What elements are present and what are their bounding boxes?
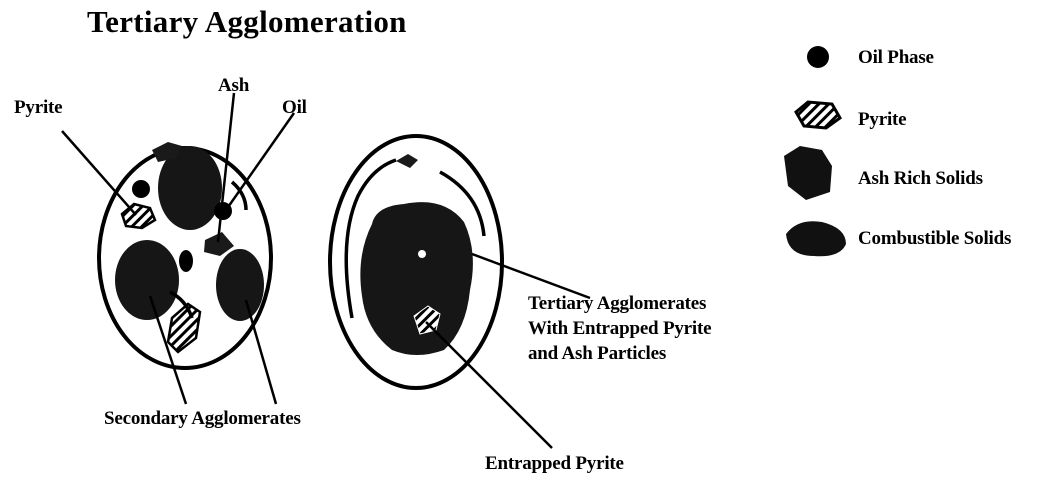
pyrite-particle xyxy=(168,304,200,352)
oil-droplet xyxy=(132,180,150,198)
legend-icons xyxy=(784,46,846,256)
label-tertiary-line-3: and Ash Particles xyxy=(528,341,788,366)
secondary-agglomerate xyxy=(115,240,179,320)
entrapped-oil-spot xyxy=(418,250,426,258)
legend-label-pyrite: Pyrite xyxy=(858,107,906,132)
leader-secondary-b xyxy=(246,300,276,404)
ash-rich-solids-icon xyxy=(784,146,832,200)
pyrite-particle xyxy=(122,204,155,228)
pyrite-icon xyxy=(796,102,840,128)
legend-label-oil-phase: Oil Phase xyxy=(858,45,934,70)
right-agglomeration xyxy=(330,136,502,388)
label-entrapped-pyrite: Entrapped Pyrite xyxy=(485,451,624,476)
label-ash: Ash xyxy=(218,73,249,98)
legend-label-ash-rich-solids: Ash Rich Solids xyxy=(858,166,983,191)
label-oil: Oil xyxy=(282,95,307,120)
label-tertiary-agglomerates: Tertiary Agglomerates With Entrapped Pyr… xyxy=(528,291,788,366)
secondary-agglomerate xyxy=(216,249,264,321)
label-tertiary-line-1: Tertiary Agglomerates xyxy=(528,291,788,316)
leader-oil xyxy=(226,113,294,210)
leader-pyrite xyxy=(62,131,136,215)
oil-droplet xyxy=(179,250,193,272)
left-leaders xyxy=(62,93,294,404)
diagram-title: Tertiary Agglomeration xyxy=(87,4,407,40)
legend-label-combustible-solids: Combustible Solids xyxy=(858,226,1011,251)
label-pyrite: Pyrite xyxy=(14,95,62,120)
left-agglomeration xyxy=(99,142,271,368)
oil-phase-icon xyxy=(807,46,829,68)
tertiary-agglomerate xyxy=(360,202,473,355)
label-secondary-agglomerates: Secondary Agglomerates xyxy=(104,406,301,431)
combustible-solids-icon xyxy=(786,221,846,256)
ash-particle xyxy=(396,154,418,168)
label-tertiary-line-2: With Entrapped Pyrite xyxy=(528,316,788,341)
